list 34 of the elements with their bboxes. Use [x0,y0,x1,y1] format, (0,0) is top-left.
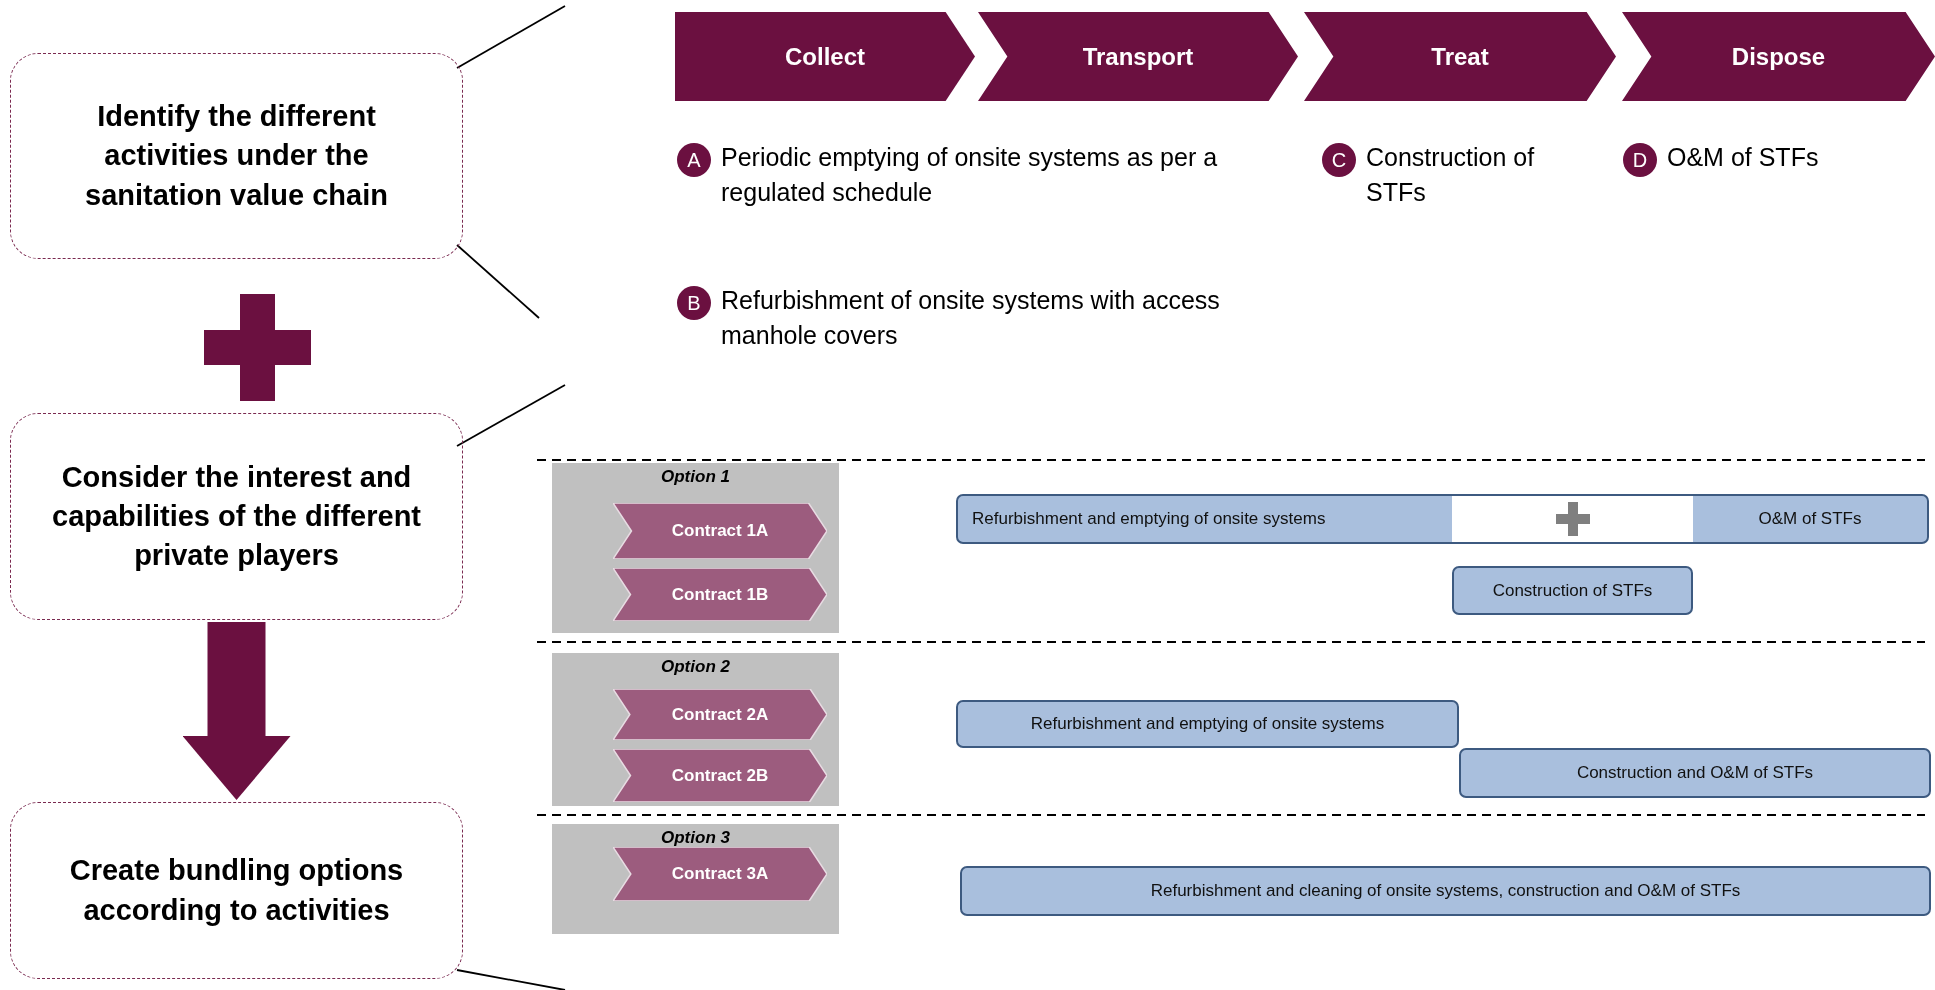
stage-banner: Dispose [1622,12,1935,101]
stage-banner: Transport [978,12,1298,101]
option-title: Option 1 [660,467,731,487]
option-panel [552,824,839,934]
activity-description: Refurbishment of onsite systems with access manhole covers [721,285,1221,351]
letter-marker: C [1322,143,1356,177]
activity-description: Periodic emptying of onsite systems as per a regulated schedule [721,142,1219,208]
contract-tab: Contract 3A [613,847,827,901]
contract-tab: Contract 1A [613,503,827,559]
contract-tab: Contract 2B [613,749,827,802]
option-panel [552,463,839,633]
option-title: Option 3 [660,828,731,848]
letter-marker: D [1623,143,1657,177]
activity-bar: Construction of STFs [1452,566,1693,615]
option-title: Option 2 [660,657,731,677]
contract-tab: Contract 2A [613,689,827,740]
bar-label: Refurbishment and emptying of onsite systems [972,509,1326,529]
contract-tab: Contract 1B [613,568,827,621]
step-box: Consider the interest and capabilities of the different private players [10,413,463,620]
down-arrow [182,622,291,800]
step-box: Create bundling options according to activities [10,802,463,979]
activity-bar: Refurbishment and cleaning of onsite systems, construction and O&M of STFs [960,866,1931,916]
step-box: Identify the different activities under the sanitation value chain [10,53,463,259]
activity-description: O&M of STFs [1667,142,1819,173]
stage-banner: Collect [675,12,975,101]
letter-marker: B [677,286,711,320]
bar-label: O&M of STFs [1758,509,1862,529]
activity-description: Construction of STFs [1366,142,1536,208]
stage-banner: Treat [1304,12,1616,101]
option-panel [552,653,839,806]
activity-bar [956,494,1929,544]
activity-bar: Refurbishment and emptying of onsite systems [956,700,1459,748]
activity-bar: Construction and O&M of STFs [1459,748,1931,798]
letter-marker: A [677,143,711,177]
